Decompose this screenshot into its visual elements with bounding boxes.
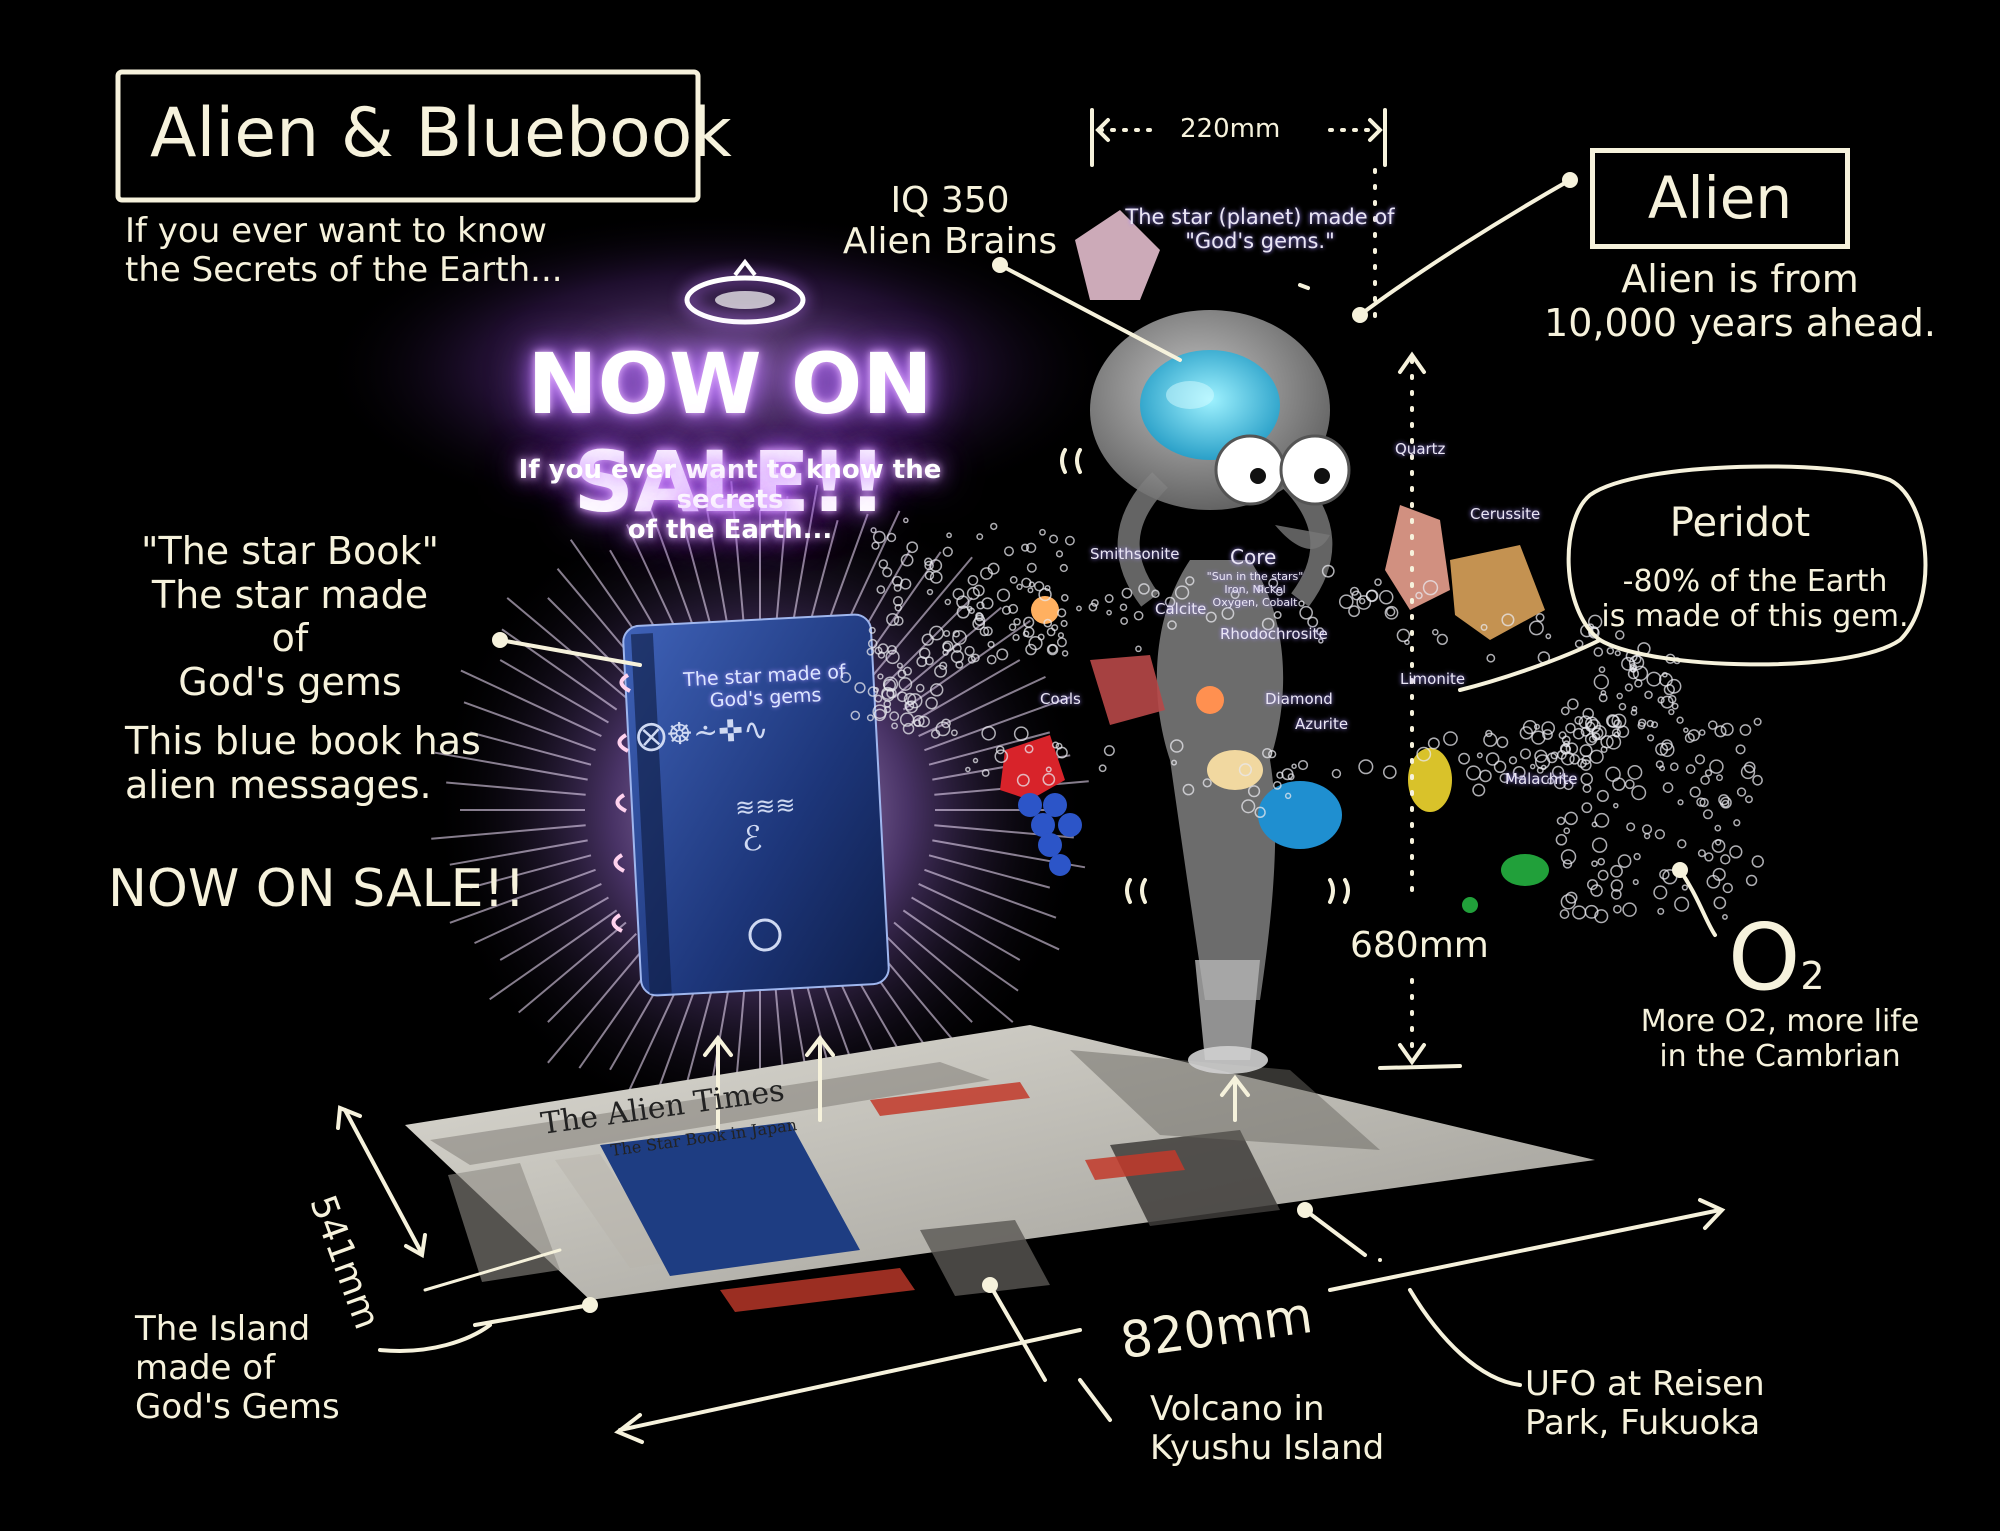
svg-text:ℰ: ℰ bbox=[741, 819, 764, 860]
svg-text:≋≋≋: ≋≋≋ bbox=[734, 791, 796, 822]
page-title: Alien & Bluebook bbox=[150, 94, 732, 173]
peridot-text: -80% of the Earth is made of this gem. bbox=[1601, 564, 1909, 634]
iq-note: IQ 350 Alien Brains bbox=[842, 180, 1058, 263]
gem-label-calcite: Calcite bbox=[1155, 600, 1207, 618]
now-on-sale-text: NOW ON SALE!! bbox=[108, 859, 526, 919]
core-text: "Sun in the stars" Iron, Nickel Oxygen, … bbox=[1206, 570, 1304, 609]
svg-text:⨂☸⩪✜∿: ⨂☸⩪✜∿ bbox=[635, 712, 769, 754]
o2-note: More O2, more life in the Cambrian bbox=[1640, 1004, 1920, 1074]
gem-label-diamond: Diamond bbox=[1265, 690, 1333, 708]
gem-label-smithsonite: Smithsonite bbox=[1090, 545, 1180, 563]
dimension-height-alien: 680mm bbox=[1350, 925, 1489, 966]
title-frame bbox=[115, 69, 701, 203]
gem-label-coals: Coals bbox=[1040, 690, 1081, 708]
gem-label-cerussite: Cerussite bbox=[1470, 505, 1541, 523]
gem-label-limonite: Limonite bbox=[1400, 670, 1466, 688]
peridot-title: Peridot bbox=[1669, 500, 1811, 546]
bluebook-note: This blue book has alien messages. bbox=[125, 719, 481, 807]
newspaper-book-photo bbox=[600, 1122, 860, 1276]
o2-letter: O bbox=[1728, 904, 1801, 1011]
neon-headline: NOW ON SALE!! bbox=[527, 335, 933, 531]
volcano-note: Volcano in Kyushu Island bbox=[1150, 1389, 1385, 1469]
island-note: The Island made of God's Gems bbox=[135, 1309, 340, 1428]
starbook-note: "The star Book" The star made of God's g… bbox=[141, 529, 439, 705]
gem-label-azurite: Azurite bbox=[1295, 715, 1349, 733]
intro-text: If you ever want to know the Secrets of … bbox=[125, 211, 563, 291]
dimension-width-top: 220mm bbox=[1180, 114, 1281, 144]
gem-cluster bbox=[1000, 210, 1549, 913]
annotation-lines bbox=[336, 108, 1928, 1444]
gem-label-quartz: Quartz bbox=[1395, 440, 1446, 458]
neon-subtitle: If you ever want to know the secrets of … bbox=[518, 455, 942, 545]
newspaper-mat bbox=[405, 1025, 1595, 1312]
alien-label: Alien bbox=[1590, 148, 1850, 249]
o2-symbol: O2 bbox=[1728, 905, 1825, 1011]
book-rays bbox=[431, 481, 1089, 1139]
oxygen-bubbles bbox=[840, 517, 1764, 924]
neon-sign-glow bbox=[320, 210, 1120, 530]
ufo-note: UFO at Reisen Park, Fukuoka bbox=[1525, 1364, 1765, 1444]
star-planet-note: The star (planet) made of "God's gems." bbox=[1125, 205, 1395, 253]
o2-subscript: 2 bbox=[1800, 954, 1825, 998]
gem-label-malachite: Malachite bbox=[1505, 770, 1578, 788]
blue-book: ⨂☸⩪✜∿ ≋≋≋ ℰ bbox=[611, 613, 890, 997]
alien-note: Alien is from 10,000 years ahead. bbox=[1544, 257, 1936, 345]
ufo-neon-icon bbox=[684, 258, 806, 325]
gem-label-core: Core bbox=[1230, 545, 1277, 569]
gem-label-rhodochrosite: Rhodochrosite bbox=[1220, 625, 1328, 643]
